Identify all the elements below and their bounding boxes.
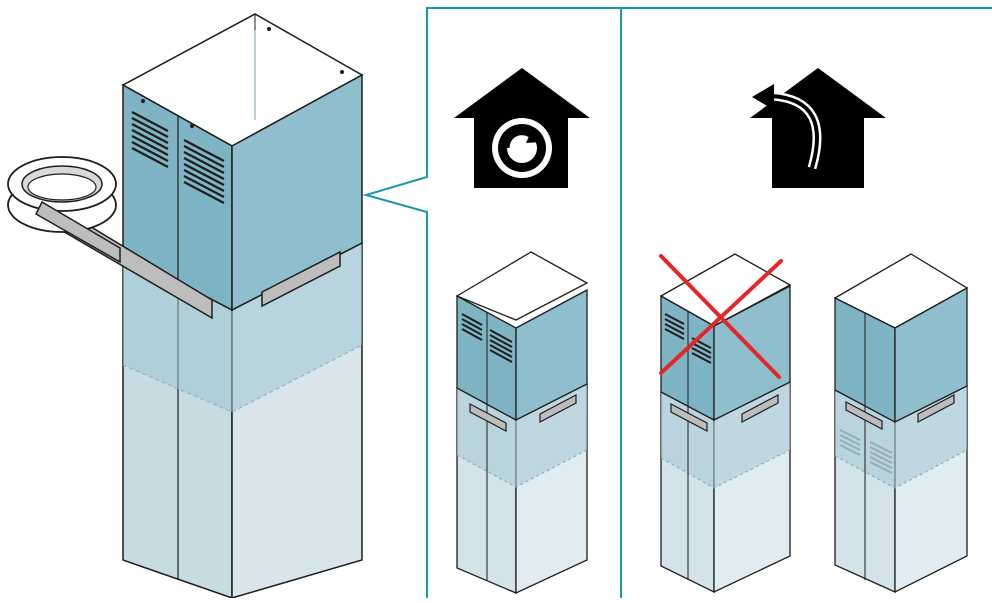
vent-grille-left	[131, 111, 169, 168]
upper-duct-section	[121, 13, 364, 312]
duct-recirculation	[455, 251, 589, 595]
duct-extraction-wrong	[659, 253, 792, 594]
lower-duct-section	[122, 241, 363, 600]
callout-frame	[362, 7, 992, 598]
panel-recirculation-mode	[454, 68, 590, 595]
adhesive-tape-roll-icon	[7, 156, 213, 320]
main-chimney-duct	[121, 13, 364, 600]
duct-extraction-correct	[833, 253, 969, 594]
vent-grille-right	[183, 139, 225, 204]
panel-extraction-mode	[659, 68, 969, 594]
house-recirculation-icon	[454, 68, 590, 188]
house-extraction-icon	[750, 68, 886, 188]
red-cross-icon	[659, 254, 783, 379]
tape-strap-right	[261, 250, 341, 308]
